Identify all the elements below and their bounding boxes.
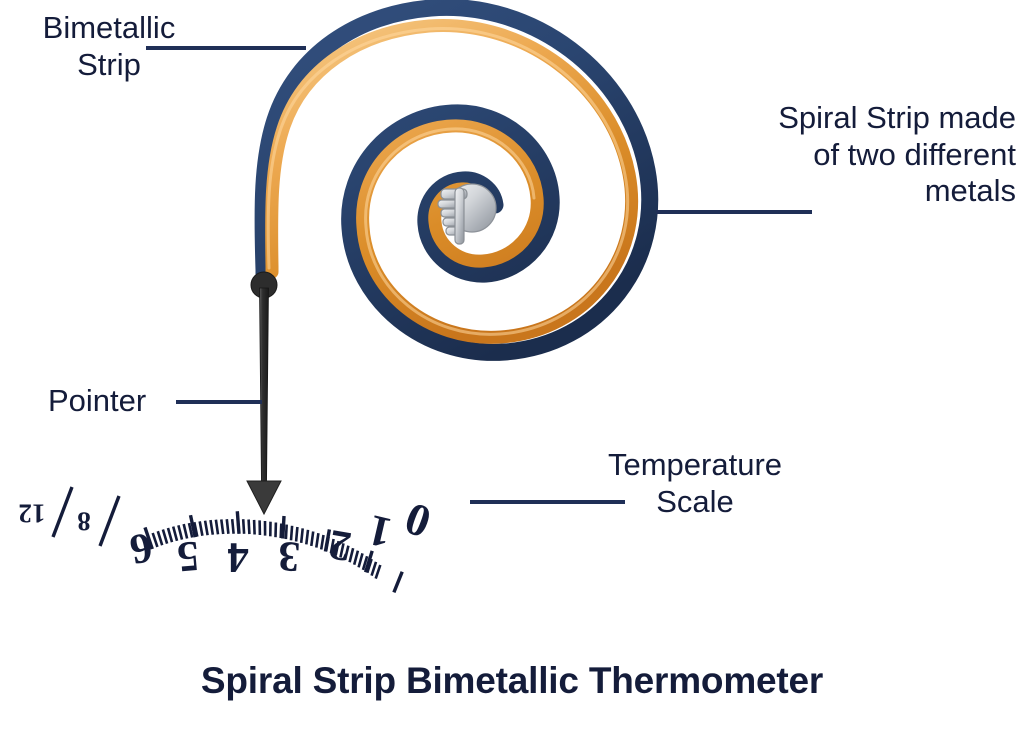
label-spiral-strip: Spiral Strip made of two different metal… [778,100,1016,209]
scale-number-0: 0 [398,492,438,549]
label-temperature-scale: Temperature Scale [607,447,783,519]
pointer-group [246,271,282,516]
spiral-inner-metal-band [265,19,639,344]
scale-number-1: 1 [363,505,397,558]
scale-number-12: 12 [18,498,46,529]
label-bimetallic-strip: Bimetallic Strip [42,10,176,82]
scale-number-2: 2 [325,519,355,571]
scale-number-8: 8 [77,506,91,537]
scale-number-6: 6 [126,522,156,574]
scale-number-5: 5 [175,531,201,581]
leader-lines-group [146,46,812,504]
scale-number-3: 3 [276,531,302,581]
scale-number-4: 4 [227,533,249,581]
scale-major-ticks [51,486,404,594]
center-shaft-group [437,183,497,245]
spiral-strip-group [254,0,659,361]
scale-minor-ticks [151,518,382,580]
pointer-arrowhead [246,480,282,516]
figure-caption: Spiral Strip Bimetallic Thermometer [200,660,824,701]
shaft-stem [454,187,465,245]
spiral-inner-highlight [266,26,630,336]
spiral-outer-metal-band [254,0,659,361]
temperature-scale-group [51,486,404,594]
label-pointer: Pointer [48,383,147,418]
